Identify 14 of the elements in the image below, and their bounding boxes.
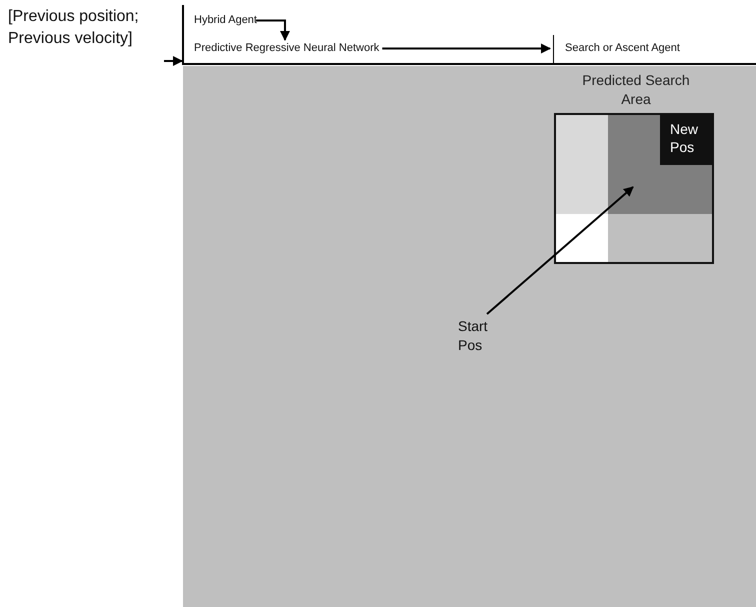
search-space-area [183, 66, 756, 607]
network-label: Predictive Regressive Neural Network [194, 41, 380, 56]
input-label: [Previous position; Previous velocity] [8, 7, 140, 49]
agent-label: Hybrid Agent [194, 13, 257, 28]
start-position-label: Start Pos [458, 317, 489, 355]
node-text: Predicted Search Area [581, 71, 691, 109]
new-position-cell [660, 115, 712, 165]
arrow [164, 56, 183, 66]
arrow [382, 44, 551, 54]
arrow [486, 186, 634, 315]
grid-cell [608, 115, 712, 214]
node-text: New Pos [670, 120, 700, 156]
node-text: Search or Ascent Agent [565, 41, 681, 56]
arrow [256, 20, 290, 41]
